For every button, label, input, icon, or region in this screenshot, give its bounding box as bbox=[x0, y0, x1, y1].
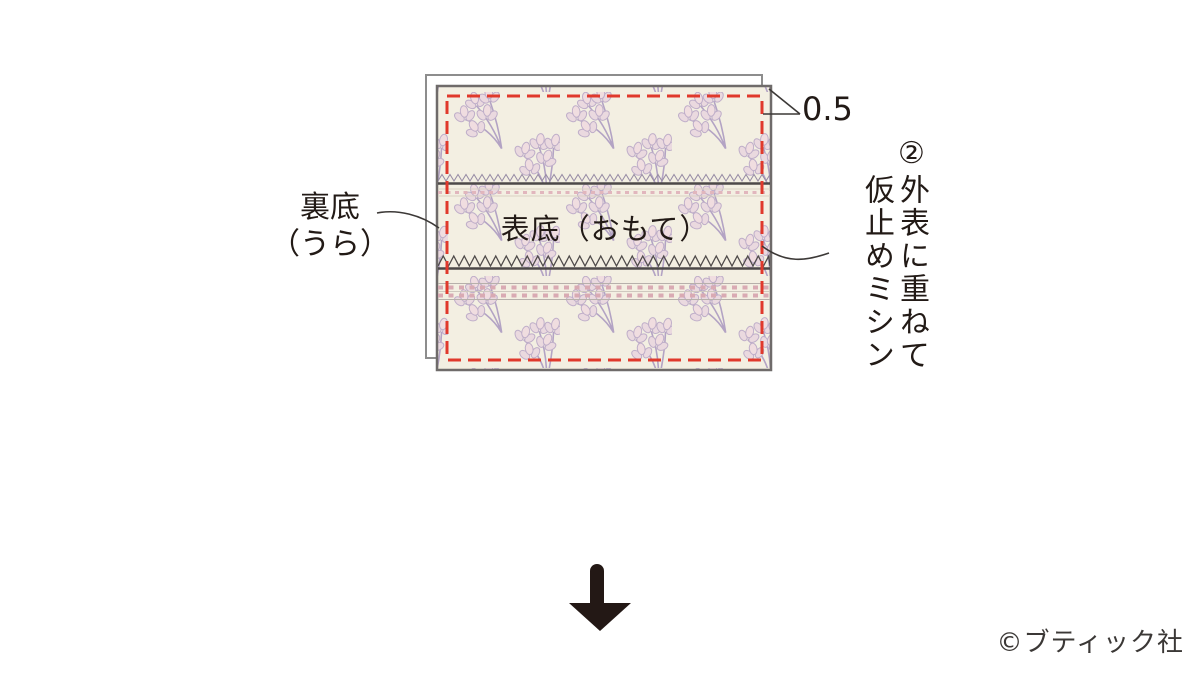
seam-allowance-label: 0.5 bbox=[802, 90, 853, 128]
down-arrow-icon bbox=[569, 564, 631, 631]
outer-fabric-label: 表底（おもて） bbox=[500, 212, 710, 246]
lining-label-leader bbox=[376, 210, 440, 229]
basting-stitch-line bbox=[445, 94, 764, 362]
stitch-bands bbox=[438, 173, 770, 300]
copyright-notice: ©ブティック社 bbox=[996, 628, 1184, 658]
lining-fabric-label: 裏底 （うら） bbox=[268, 189, 392, 263]
outer-fabric-layer bbox=[435, 84, 773, 372]
seam-allowance-leader-upper bbox=[768, 88, 801, 115]
instruction-leader bbox=[761, 245, 830, 261]
zigzag-stitch-upper bbox=[438, 173, 770, 182]
lining-label-line1: 裏底 bbox=[300, 190, 360, 225]
lining-label-line2: （うら） bbox=[270, 227, 390, 262]
zigzag-stitch-lower bbox=[438, 253, 770, 268]
leader-lines bbox=[376, 88, 830, 261]
instruction-step-column2: 仮止めミシン bbox=[859, 174, 894, 372]
instruction-step-column1: ②外表に重ねて bbox=[894, 136, 929, 372]
